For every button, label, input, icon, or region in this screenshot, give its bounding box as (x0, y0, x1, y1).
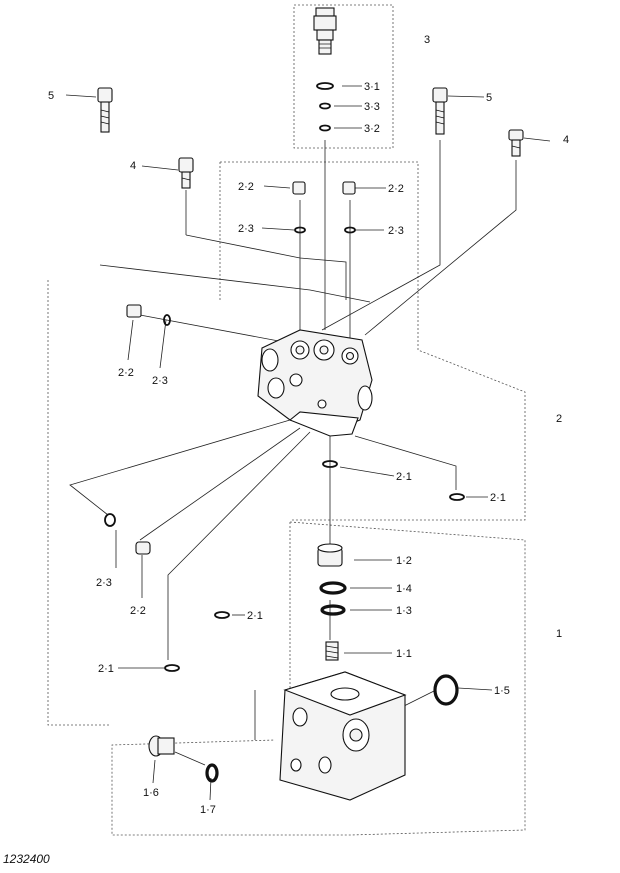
o-ring-3-3 (319, 102, 331, 110)
plug-2-2-a (292, 181, 306, 195)
callout-2-3-d: 2·3 (96, 577, 112, 589)
o-ring-1-3 (320, 604, 346, 616)
callout-2-2-a: 2·2 (238, 181, 254, 193)
o-ring-2-1-c (214, 611, 230, 619)
ring-1-4 (319, 581, 347, 595)
o-ring-2-3-a (294, 226, 306, 234)
bolt-5-right (432, 87, 448, 135)
group-1-boundary (111, 521, 526, 836)
o-ring-2-3-c (163, 314, 171, 326)
bolt-4-left (178, 157, 194, 189)
o-ring-3-1 (316, 82, 334, 90)
callout-2-3-b: 2·3 (388, 225, 404, 237)
o-ring-2-3-b (344, 226, 356, 234)
group-label-1: 1 (556, 628, 562, 640)
bolt-5-left (97, 87, 113, 133)
callout-2-2-b: 2·2 (388, 183, 404, 195)
o-ring-1-7 (205, 763, 219, 783)
callout-1-6: 1·6 (143, 787, 159, 799)
plug-1-6 (148, 735, 175, 757)
valve-block-1 (279, 671, 407, 801)
callout-2-1-c: 2·1 (247, 610, 263, 622)
plug-2-2-b (342, 181, 356, 195)
callout-2-3-a: 2·3 (238, 223, 254, 235)
callout-1-7: 1·7 (200, 804, 216, 816)
plug-2-2-d (135, 541, 151, 555)
group-label-2: 2 (556, 413, 562, 425)
spool-cap-1-2 (317, 543, 343, 567)
callout-3-3: 3·3 (364, 101, 380, 113)
o-ring-2-3-d (104, 513, 116, 527)
valve-block-2 (257, 329, 373, 437)
callout-2-1-a: 2·1 (396, 471, 412, 483)
callout-1-3: 1·3 (396, 605, 412, 617)
callout-4-right: 4 (563, 134, 569, 146)
relief-valve-cartridge (313, 7, 337, 55)
group-2-boundary (47, 161, 526, 726)
callout-1-4: 1·4 (396, 583, 412, 595)
callout-4-left: 4 (130, 160, 136, 172)
callout-2-2-c: 2·2 (118, 367, 134, 379)
plug-2-2-c (126, 304, 142, 318)
callout-2-3-c: 2·3 (152, 375, 168, 387)
bolt-4-right (508, 129, 524, 157)
figure-code: 1232400 (3, 852, 50, 866)
o-ring-2-1-d (164, 664, 180, 672)
callout-2-1-b: 2·1 (490, 492, 506, 504)
o-ring-2-1-a (322, 460, 338, 468)
o-ring-1-5 (433, 674, 459, 706)
callout-5-right: 5 (486, 92, 492, 104)
group-label-3: 3 (424, 34, 430, 46)
callout-2-2-d: 2·2 (130, 605, 146, 617)
callout-3-1: 3·1 (364, 81, 380, 93)
o-ring-3-2 (319, 124, 331, 132)
callout-1-2: 1·2 (396, 555, 412, 567)
callout-1-5: 1·5 (494, 685, 510, 697)
callout-3-2: 3·2 (364, 123, 380, 135)
callout-2-1-d: 2·1 (98, 663, 114, 675)
callout-1-1: 1·1 (396, 648, 412, 660)
group-3-boundary (293, 4, 394, 149)
leader-lines (65, 85, 551, 801)
o-ring-2-1-b (449, 493, 465, 501)
spring-1-1 (325, 641, 339, 661)
callout-5-left: 5 (48, 90, 54, 102)
